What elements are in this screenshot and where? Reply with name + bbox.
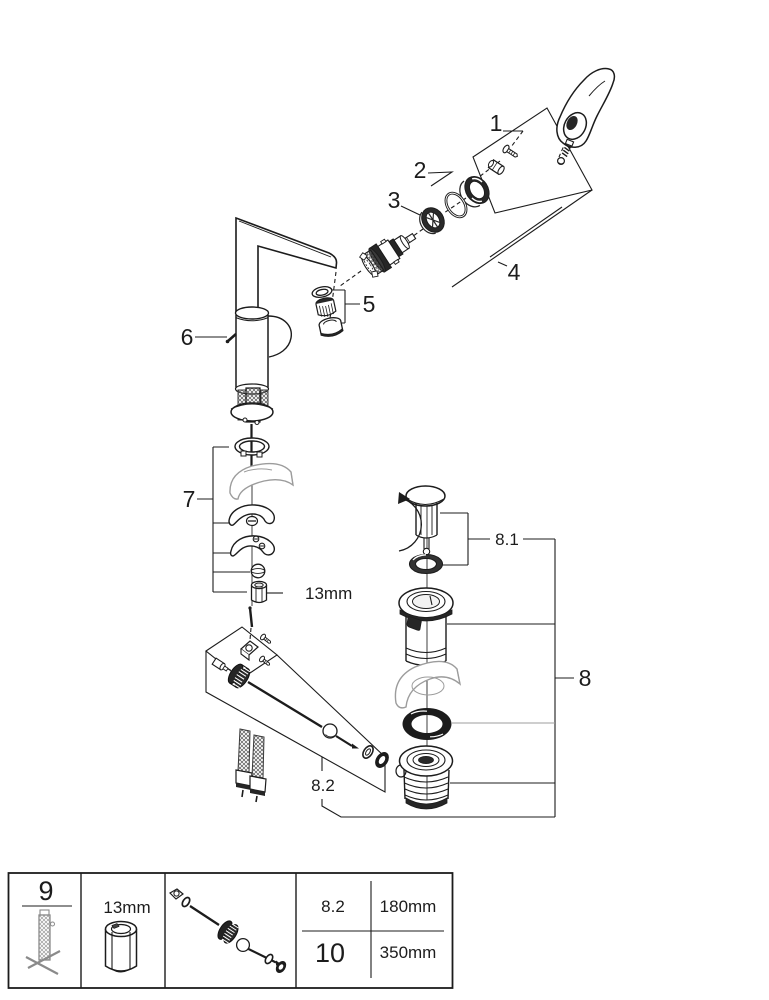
cartridge-o-ring xyxy=(444,191,468,219)
table-row1-length: 180mm xyxy=(380,897,437,916)
hex-socket-nut xyxy=(250,580,268,604)
clevis-screw-1 xyxy=(259,633,272,644)
callout-8-2: 8.2 xyxy=(311,776,335,795)
callout-13mm: 13mm xyxy=(305,584,352,603)
cartridge xyxy=(359,232,417,278)
drain-flange xyxy=(398,587,454,667)
base-gasket xyxy=(234,437,270,458)
aerator-washer xyxy=(311,286,333,298)
pull-rod-spare xyxy=(169,888,287,973)
handle-grub-screw xyxy=(561,138,575,158)
table-row2-ref: 10 xyxy=(315,938,345,968)
pop-up-plug xyxy=(405,485,446,556)
group-lines xyxy=(195,107,593,818)
rod-o-ring-white xyxy=(362,745,374,759)
callout-7: 7 xyxy=(183,486,196,512)
callout-6: 6 xyxy=(181,324,194,350)
cartridge-cap-ring xyxy=(459,175,490,208)
supply-hoses xyxy=(235,728,267,803)
legend-table: 9 13mm xyxy=(7,872,454,989)
drain-tailpiece xyxy=(395,745,454,810)
rod-o-ring-black xyxy=(375,752,389,768)
clevis-screw-2 xyxy=(258,655,271,666)
rod-clevis xyxy=(240,640,259,662)
swivel-ball xyxy=(250,563,266,579)
drain-o-ring xyxy=(402,708,452,740)
knurled-nut xyxy=(227,663,251,689)
fixing-screw xyxy=(502,144,518,158)
callout-2: 2 xyxy=(414,157,427,183)
clamp-half-moon-1 xyxy=(228,504,275,527)
mounting-tool xyxy=(25,909,61,975)
retaining-ring xyxy=(419,207,445,235)
callout-3: 3 xyxy=(388,187,401,213)
callout-5: 5 xyxy=(363,291,376,317)
handle-adapter xyxy=(487,159,505,175)
callout-8-1: 8.1 xyxy=(495,530,519,549)
callout-1: 1 xyxy=(490,110,503,136)
mounting-wedge-bottom xyxy=(394,660,462,709)
table-tool-ref: 9 xyxy=(38,876,53,906)
faucet-shank-hoses xyxy=(230,387,274,466)
lever-handle xyxy=(556,67,616,148)
rotation-arrow xyxy=(398,492,422,552)
group-82-outline xyxy=(205,651,386,793)
clamp-half-moon-2 xyxy=(229,535,275,557)
plug-seal-ring xyxy=(408,553,444,575)
aerator-housing xyxy=(318,317,344,337)
aerator-insert xyxy=(315,297,337,318)
faucet-body xyxy=(225,216,338,395)
table-row1-ref: 8.2 xyxy=(321,897,345,916)
pull-rod-pin xyxy=(248,606,254,628)
callout-4: 4 xyxy=(508,259,521,285)
table-socket-size: 13mm xyxy=(103,898,150,917)
pull-rod xyxy=(247,680,359,749)
callout-8: 8 xyxy=(579,665,592,691)
table-row2-length: 350mm xyxy=(380,943,437,962)
group-4-outline xyxy=(451,189,593,288)
socket-wrench-nut xyxy=(104,920,138,973)
mounting-wedge-top xyxy=(229,462,294,500)
rod-joint-piece xyxy=(211,657,229,672)
handle-ball xyxy=(556,157,565,166)
